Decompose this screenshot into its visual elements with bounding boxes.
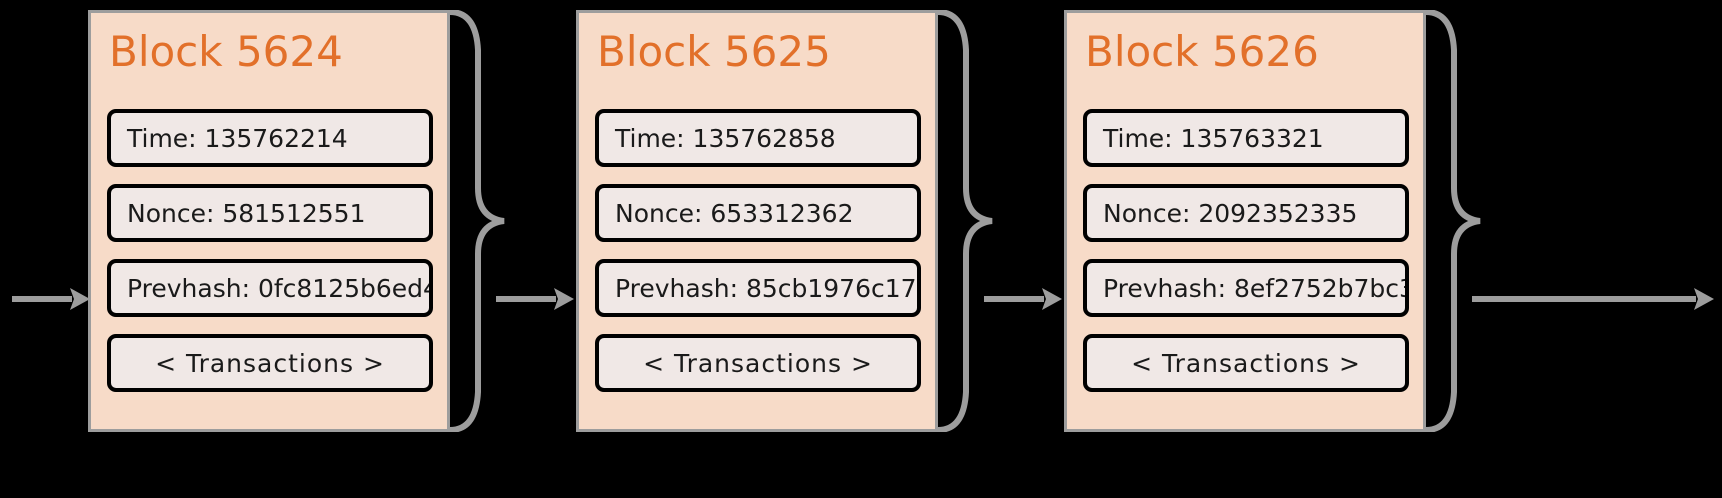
- block-card-1[interactable]: Block 5625 Time: 135762858 Nonce: 653312…: [576, 10, 938, 432]
- block-transactions-button[interactable]: < Transactions >: [595, 334, 921, 392]
- outgoing-arrow-icon: [1472, 283, 1714, 315]
- chain-link-arrow-icon-2: [984, 283, 1062, 315]
- block-prevhash-field: Prevhash: 0fc8125b6ed4: [107, 259, 433, 317]
- chain-link-brace-icon-2: [936, 10, 998, 432]
- block-title: Block 5626: [1085, 27, 1319, 76]
- incoming-arrow-icon: [12, 283, 90, 315]
- block-transactions-button[interactable]: < Transactions >: [107, 334, 433, 392]
- block-title: Block 5625: [597, 27, 831, 76]
- chain-link-brace-icon-1: [448, 10, 510, 432]
- block-prevhash-field: Prevhash: 85cb1976c171: [595, 259, 921, 317]
- block-nonce-field: Nonce: 581512551: [107, 184, 433, 242]
- block-fields: Time: 135762858 Nonce: 653312362 Prevhas…: [595, 109, 921, 392]
- block-prevhash-field: Prevhash: 8ef2752b7bc3: [1083, 259, 1409, 317]
- block-title: Block 5624: [109, 27, 343, 76]
- chain-link-brace-icon-3: [1424, 10, 1486, 432]
- block-time-field: Time: 135762858: [595, 109, 921, 167]
- block-card-2[interactable]: Block 5626 Time: 135763321 Nonce: 209235…: [1064, 10, 1426, 432]
- block-time-field: Time: 135762214: [107, 109, 433, 167]
- block-time-field: Time: 135763321: [1083, 109, 1409, 167]
- chain-link-arrow-icon-1: [496, 283, 574, 315]
- block-fields: Time: 135763321 Nonce: 2092352335 Prevha…: [1083, 109, 1409, 392]
- block-card-0[interactable]: Block 5624 Time: 135762214 Nonce: 581512…: [88, 10, 450, 432]
- block-fields: Time: 135762214 Nonce: 581512551 Prevhas…: [107, 109, 433, 392]
- block-transactions-button[interactable]: < Transactions >: [1083, 334, 1409, 392]
- block-nonce-field: Nonce: 653312362: [595, 184, 921, 242]
- block-nonce-field: Nonce: 2092352335: [1083, 184, 1409, 242]
